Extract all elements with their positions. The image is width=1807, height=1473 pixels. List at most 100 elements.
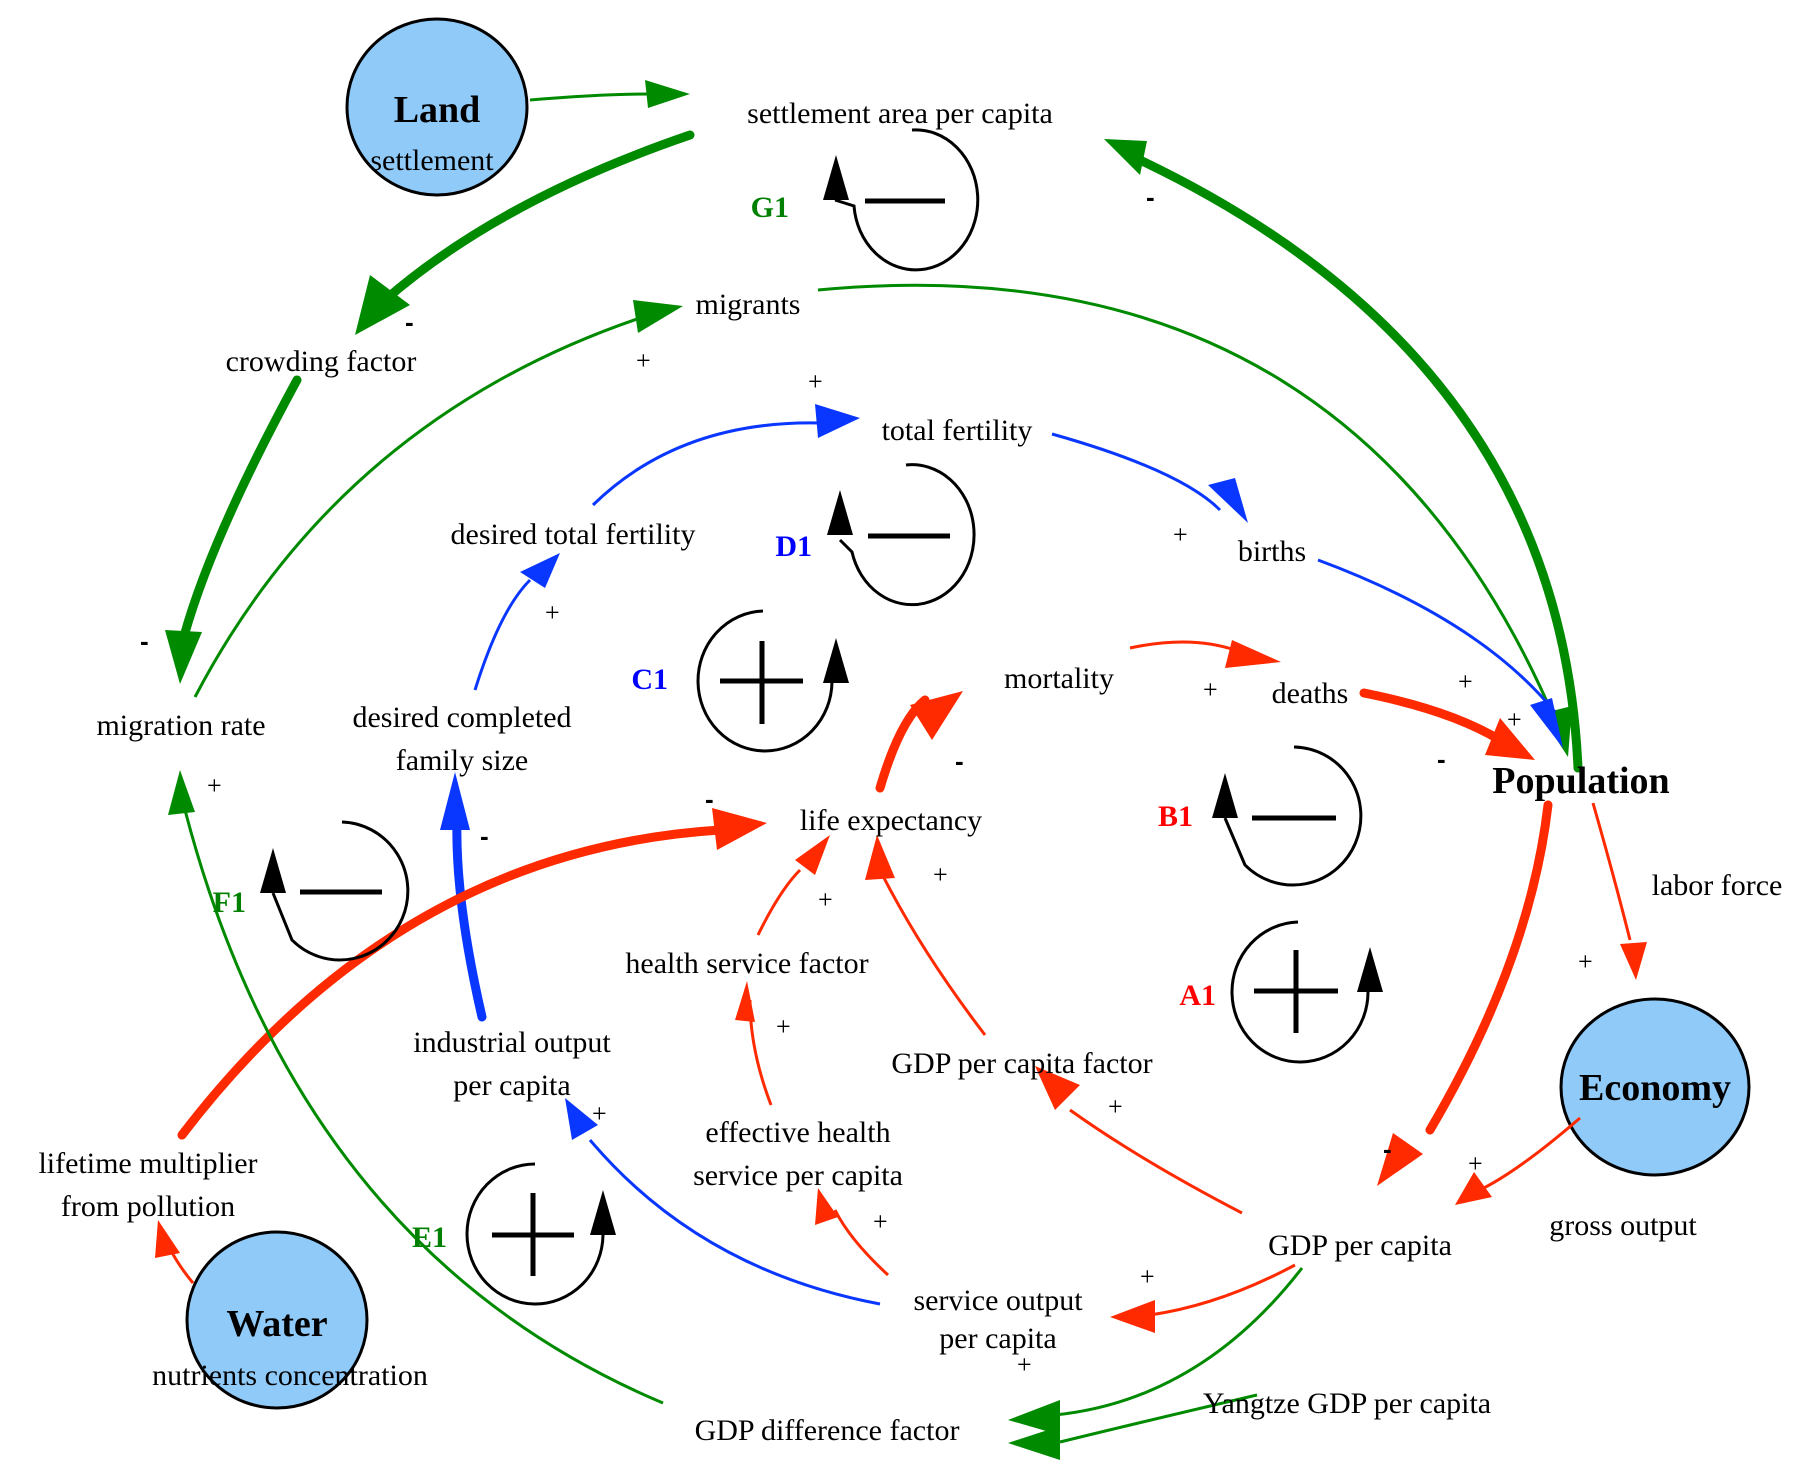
loop-c1[interactable]: C1 [631,609,849,753]
loop-d1[interactable]: D1 [775,463,976,607]
variable-effective-health-service-line1[interactable]: effective health [705,1116,890,1149]
variable-settlement-area-per-capita[interactable]: settlement area per capita [747,97,1053,130]
polarity-plus: + [1173,520,1188,549]
sector-land-title: Land [394,89,481,131]
arrowhead [1110,1300,1155,1333]
link-deaths-to-population [1359,688,1505,745]
polarity-plus: + [873,1207,888,1236]
loop-arc [465,1162,605,1306]
variable-crowding-factor[interactable]: crowding factor [226,345,417,378]
loop-a1[interactable]: A1 [1179,920,1383,1064]
sector-land[interactable]: Land settlement [345,17,529,197]
link-label-labor-force: labor force [1652,869,1783,902]
polarity-minus: - [140,626,149,656]
link-migration-to-migrants [193,316,641,698]
polarity-plus: + [1017,1350,1032,1379]
arrowhead [168,770,195,815]
polarity-plus: + [545,598,560,627]
link-gdpdiff-to-migration [183,809,664,1405]
arrowhead [1620,942,1647,980]
variable-gdp-per-capita[interactable]: GDP per capita [1268,1229,1452,1262]
arrowhead [815,1188,838,1225]
variable-births[interactable]: births [1238,535,1306,568]
polarity-plus: + [1458,667,1473,696]
arrowhead [633,300,683,333]
arrowhead [1104,139,1147,175]
variable-desired-completed-family-size-line1[interactable]: desired completed [352,701,571,734]
variable-health-service-factor[interactable]: health service factor [625,947,868,980]
polarity-minus: - [1146,182,1155,212]
link-settlement-to-crowding [380,130,695,305]
variable-deaths[interactable]: deaths [1272,677,1349,710]
variable-effective-health-service-line2[interactable]: service per capita [693,1159,903,1192]
sector-economy[interactable]: Economy [1559,997,1751,1177]
variable-service-output-per-capita-line2[interactable]: per capita [939,1322,1056,1355]
arrowhead [165,630,202,684]
variable-migration-rate[interactable]: migration rate [96,709,265,742]
polarity-plus: + [933,860,948,889]
polarity-minus: - [405,307,414,337]
variable-industrial-output-per-capita-line1[interactable]: industrial output [413,1026,611,1059]
link-gdp-to-gdpf [1069,1108,1243,1215]
loop-arc [838,463,976,607]
polarity-plus: + [1203,675,1218,704]
polarity-plus: + [776,1012,791,1041]
loop-b1[interactable]: B1 [1158,745,1363,887]
sector-water[interactable]: Water nutrients concentration [152,1230,428,1410]
variable-desired-total-fertility[interactable]: desired total fertility [451,518,696,551]
loop-label: F1 [213,886,246,919]
variable-lifetime-multiplier-line2[interactable]: from pollution [61,1190,235,1223]
arrowhead [155,1220,180,1258]
variable-total-fertility[interactable]: total fertility [882,414,1033,447]
arrowhead [1208,478,1248,523]
link-population-to-gdp [1425,800,1553,1135]
polarity-minus: - [1383,1134,1392,1164]
arrowhead [440,772,470,830]
loop-markers: G1 D1 C1 B1 A1 [213,128,1383,1306]
arrowhead [910,691,963,740]
variable-gdp-difference-factor[interactable]: GDP difference factor [695,1414,960,1447]
variable-service-output-per-capita-line1[interactable]: service output [913,1284,1083,1317]
arrowhead [1225,640,1281,668]
loop-label: D1 [775,530,812,563]
link-population-to-economy [1591,802,1632,941]
variable-lifetime-multiplier-line1[interactable]: lifetime multiplier [38,1147,257,1180]
loop-arc [696,609,834,753]
variable-population[interactable]: Population [1492,760,1669,802]
link-lmp-to-le [177,825,725,1140]
arrowhead [712,808,767,850]
loop-arrow-icon [827,490,853,535]
arrowhead [1485,718,1535,760]
loop-arrow-icon [823,155,849,200]
variable-industrial-output-per-capita-line2[interactable]: per capita [453,1069,570,1102]
variable-mortality[interactable]: mortality [1004,662,1114,695]
loop-label: C1 [631,663,668,696]
variable-yangtze-gdp-per-capita[interactable]: Yangtze GDP per capita [1203,1387,1491,1420]
variable-desired-completed-family-size-line2[interactable]: family size [396,744,528,777]
polarity-plus: + [1108,1092,1123,1121]
sector-water-title: Water [226,1303,327,1345]
variable-life-expectancy[interactable]: life expectancy [800,804,982,837]
loop-g1[interactable]: G1 [751,128,980,272]
polarity-marks: - - + + + + - + - - - + + + - + + + + + … [140,182,1593,1379]
loop-e1[interactable]: E1 [412,1162,616,1306]
polarity-plus: + [808,367,823,396]
variable-gdp-per-capita-factor[interactable]: GDP per capita factor [891,1047,1152,1080]
arrowhead [355,275,410,335]
polarity-minus: - [480,821,489,851]
polarity-plus: + [1507,705,1522,734]
variable-migrants[interactable]: migrants [696,288,801,321]
polarity-plus: + [636,346,651,375]
arrowhead [1035,1066,1080,1110]
arrowhead [1008,1400,1060,1435]
arrowhead [735,981,755,1022]
link-desired-tf-to-tf [591,421,821,507]
arrowhead [1455,1172,1492,1205]
polarity-plus: + [1578,947,1593,976]
link-sop-to-ehs [833,1209,890,1277]
polarity-minus: - [955,746,964,776]
polarity-plus: + [1140,1262,1155,1291]
loop-f1[interactable]: F1 [213,820,410,962]
link-iop-to-dfs [452,815,487,1022]
arrowhead [520,553,560,588]
